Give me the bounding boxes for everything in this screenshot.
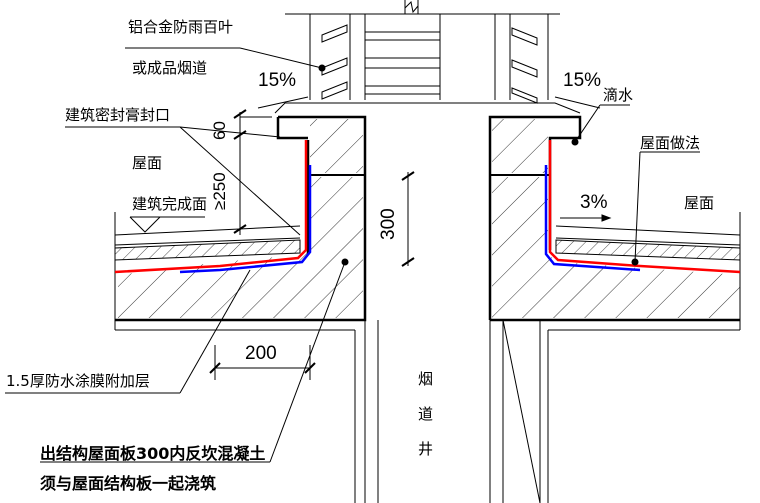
label-flue: 或成品烟道 (132, 59, 208, 77)
label-note-line2: 须与屋面结构板一起浇筑 (40, 474, 217, 493)
label-dim-250: ≥250 (210, 172, 229, 210)
label-shaft-2: 道 (418, 405, 434, 423)
label-shaft-1: 烟 (418, 370, 434, 388)
label-dim-200: 200 (245, 343, 277, 364)
label-slope-left: 15% (258, 70, 297, 91)
label-note-line1: 出结构屋面板300内反坎混凝土 (40, 444, 266, 463)
shaft-structure (115, 319, 740, 503)
label-roof-right: 屋面 (684, 194, 715, 212)
label-slope-roof: 3% (580, 192, 608, 213)
label-shaft-3: 井 (418, 440, 434, 458)
waterproof-membrane (114, 140, 741, 274)
label-sealant: 建筑密封膏封口 (65, 106, 171, 124)
roof-layers-right (555, 225, 741, 261)
label-dim-60: 60 (210, 121, 229, 140)
label-finish-surface: 建筑完成面 (132, 195, 208, 213)
flue-chimney (257, 0, 601, 114)
label-membrane: 1.5厚防水涂膜附加层 (6, 372, 150, 390)
leader-lines (5, 47, 700, 463)
left-upstand (115, 115, 367, 322)
label-roof-left: 屋面 (132, 154, 163, 172)
label-dim-300: 300 (378, 208, 399, 240)
right-upstand (488, 115, 740, 322)
label-slope-right: 15% (563, 70, 602, 91)
label-louver: 铝合金防雨百叶 (128, 18, 234, 36)
label-roof-method: 屋面做法 (640, 134, 701, 152)
label-drip: 滴水 (603, 86, 634, 104)
louver-blades (321, 14, 538, 104)
roof-layers-left (114, 212, 741, 330)
